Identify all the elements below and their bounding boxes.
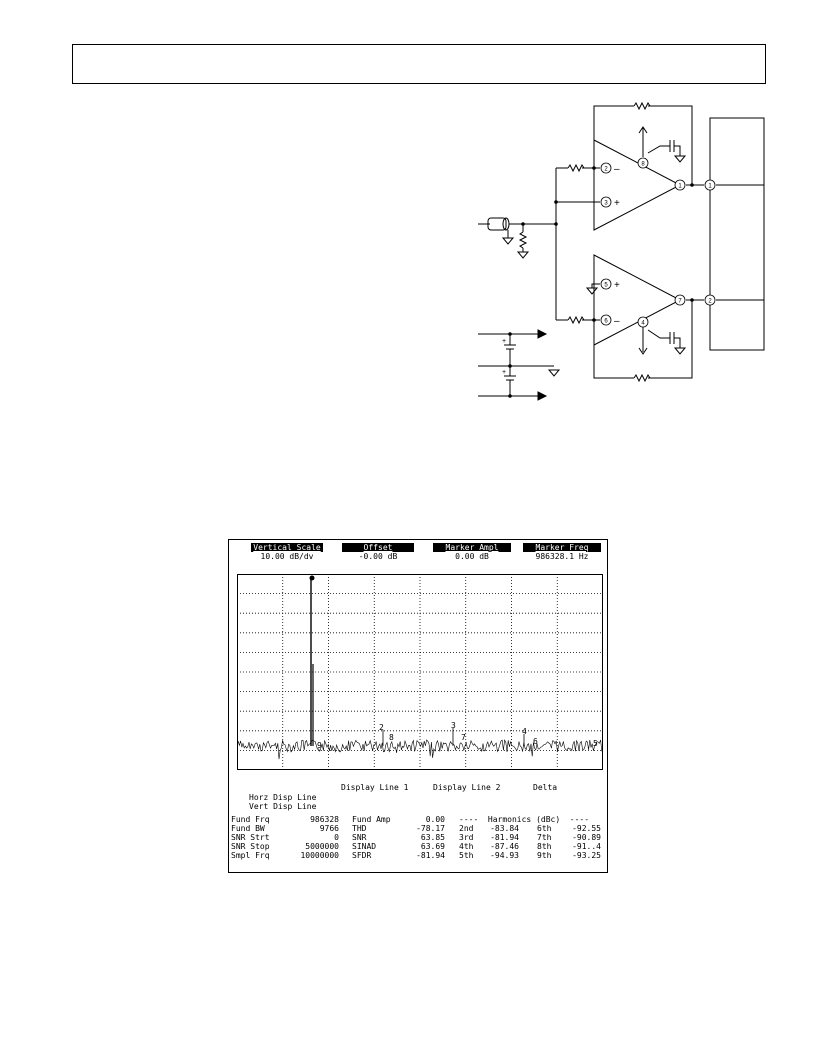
metric-label-1: THD	[352, 824, 367, 833]
metric-label-4: SFDR	[352, 851, 372, 860]
param-value-4: 10000000	[300, 851, 339, 860]
lower-minus-sign: –	[614, 316, 620, 327]
metric-label-2: SNR	[352, 833, 367, 842]
harmonic-label-5th: 5th	[459, 851, 474, 860]
marker-ampl-value: 0.00 dB	[455, 552, 489, 561]
display-line-2-header: Display Line 2	[433, 783, 501, 792]
offset-label: Offset	[342, 543, 414, 552]
param-label-2: SNR Strt	[231, 833, 270, 842]
fft-analyzer-screen: Vertical Scale 10.00 dB/dv Offset -0.00 …	[228, 539, 608, 873]
param-value-3: 5000000	[305, 842, 339, 851]
metric-value-0: 0.00	[425, 815, 445, 824]
harmonic-value-2nd: -83.84	[490, 824, 519, 833]
harmonic-value-4th: -87.46	[490, 842, 519, 851]
marker-freq-label: Marker Freq	[523, 543, 601, 552]
vertical-scale-label: Vertical Scale	[251, 543, 323, 552]
marker-labels: 192837465	[309, 574, 598, 750]
lower-opamp	[593, 254, 682, 346]
pin-upper-out: 1	[678, 184, 682, 190]
harmonic-label-8th: 8th	[537, 842, 552, 851]
offset-value: -0.00 dB	[358, 552, 398, 561]
lower-feedback-resistor	[633, 373, 651, 383]
marker-label-8: 8	[389, 733, 394, 742]
harmonic-value-9th: -93.25	[572, 851, 601, 860]
marker-label-1: 1	[309, 574, 314, 576]
vert-disp-line-label: Vert Disp Line	[249, 802, 317, 811]
harmonic-label-4th: 4th	[459, 842, 474, 851]
harmonic-label-6th: 6th	[537, 824, 552, 833]
metric-value-3: 63.69	[420, 842, 445, 851]
pin-lower-noninv: 5	[604, 283, 608, 289]
cap-plus-sign-2: +	[502, 369, 506, 376]
output-connector	[709, 117, 765, 351]
upper-feedback-resistor	[633, 101, 651, 111]
pin-lower-supply: 4	[641, 321, 645, 327]
marker-ampl-label: Marker Ampl	[433, 543, 511, 552]
plot-grid	[237, 574, 603, 770]
harmonic-value-8th: -91..4	[572, 842, 601, 851]
metric-value-2: 63.85	[420, 833, 445, 842]
param-label-0: Fund Frq	[231, 815, 270, 824]
harmonic-label-7th: 7th	[537, 833, 552, 842]
metric-value-1: -78.17	[416, 824, 445, 833]
vertical-scale-value: 10.00 dB/dv	[260, 552, 314, 561]
delta-header: Delta	[533, 783, 558, 792]
param-value-1: 9766	[319, 824, 339, 833]
harmonic-value-6th: -92.55	[572, 824, 601, 833]
param-label-1: Fund BW	[231, 824, 265, 833]
horz-disp-line-label: Horz Disp Line	[249, 793, 317, 802]
harmonic-label-9th: 9th	[537, 851, 552, 860]
noise-floor-trace	[237, 739, 603, 760]
harmonics-title: ---- Harmonics (dBc) ----	[459, 815, 590, 824]
marker-freq-value: 986328.1 Hz	[535, 552, 589, 561]
harmonic-value-5th: -94.93	[490, 851, 519, 860]
harmonic-value-3rd: -81.94	[490, 833, 519, 842]
harmonic-value-7th: -90.89	[572, 833, 601, 842]
pin-upper-noninv: 3	[604, 201, 608, 207]
pin-lower-inv: 6	[604, 319, 608, 325]
param-label-4: Smpl Frq	[231, 851, 270, 860]
marker-label-3: 3	[451, 721, 456, 730]
marker-label-2: 2	[379, 723, 384, 732]
pin-upper-inv: 2	[604, 167, 608, 173]
metric-value-4: -81.94	[416, 851, 445, 860]
cap-plus-sign-1: +	[502, 338, 506, 345]
param-value-2: 0	[334, 833, 339, 842]
spur-lines	[309, 575, 525, 746]
marker-label-6: 6	[533, 737, 538, 746]
upper-minus-sign: –	[614, 164, 620, 175]
pin-lower-out: 7	[678, 299, 682, 305]
harmonic-label-3rd: 3rd	[459, 833, 474, 842]
metric-label-0: Fund Amp	[352, 815, 391, 824]
param-value-0: 986328	[310, 815, 339, 824]
lower-plus-sign: +	[614, 280, 620, 291]
display-line-1-header: Display Line 1	[341, 783, 409, 792]
harmonic-label-2nd: 2nd	[459, 824, 474, 833]
upper-opamp	[593, 139, 682, 231]
fundamental-marker-dot	[309, 575, 315, 581]
metric-label-3: SINAD	[352, 842, 377, 851]
fft-plot: 192837465	[237, 574, 603, 770]
marker-label-7: 7	[461, 733, 466, 742]
param-label-3: SNR Stop	[231, 842, 270, 851]
pin-upper-supply: 8	[641, 162, 645, 168]
upper-input-resistor	[567, 163, 585, 173]
header-box	[72, 44, 766, 84]
marker-label-4: 4	[522, 727, 527, 736]
upper-plus-sign: +	[614, 198, 620, 209]
circuit-schematic: 2 3 1 8 5 6 7 4 1 2 – + + – + +	[478, 101, 765, 401]
connector-pin-1: 1	[708, 184, 712, 190]
lower-input-resistor	[567, 315, 585, 325]
connector-pin-2: 2	[708, 299, 712, 305]
marker-label-9: 9	[317, 741, 322, 750]
marker-label-5: 5	[593, 739, 598, 748]
